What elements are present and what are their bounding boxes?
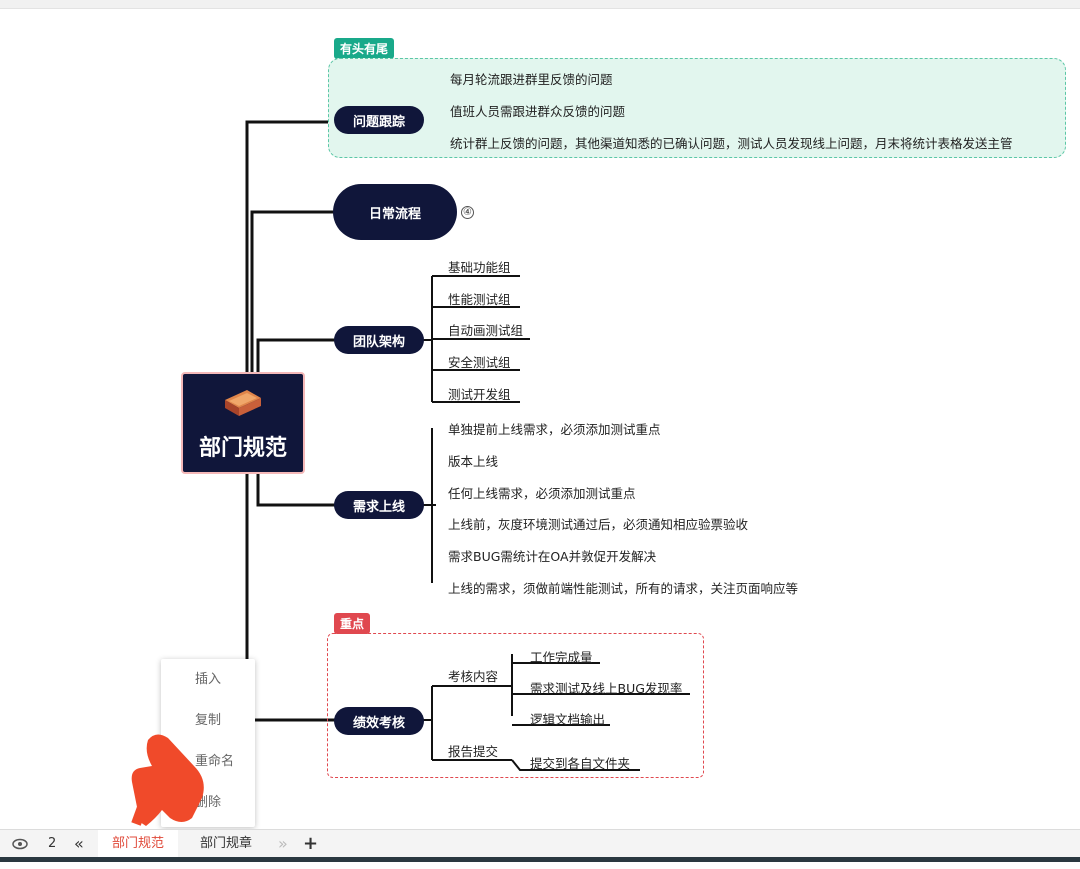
- add-sheet-icon[interactable]: +: [303, 833, 319, 854]
- book-icon: [225, 390, 261, 416]
- branch-team[interactable]: 团队架构: [334, 326, 424, 354]
- tag-key-point: 重点: [334, 613, 371, 634]
- performance-group-box: [327, 633, 704, 778]
- perf-item[interactable]: 提交到各自文件夹: [530, 756, 631, 771]
- tracking-item[interactable]: 每月轮流跟进群里反馈的问题: [450, 72, 613, 87]
- tag-you-tou-you-wei: 有头有尾: [334, 38, 395, 59]
- perf-item[interactable]: 需求测试及线上BUG发现率: [530, 681, 683, 696]
- release-item[interactable]: 单独提前上线需求，必须添加测试重点: [448, 422, 661, 437]
- team-item[interactable]: 自动画测试组: [448, 323, 524, 338]
- root-node[interactable]: 部门规范: [181, 372, 305, 474]
- perf-sub-content[interactable]: 考核内容: [448, 669, 499, 684]
- team-item[interactable]: 性能测试组: [448, 292, 511, 307]
- release-item[interactable]: 版本上线: [448, 454, 499, 469]
- branch-release[interactable]: 需求上线: [334, 491, 424, 519]
- taskbar-strip: [0, 857, 1080, 862]
- tab-bumen-guizhang[interactable]: 部门规章: [200, 836, 253, 851]
- perf-sub-report[interactable]: 报告提交: [448, 744, 499, 759]
- perf-item[interactable]: 逻辑文档输出: [530, 712, 606, 727]
- release-item[interactable]: 上线的需求，须做前端性能测试，所有的请求，关注页面响应等: [448, 581, 799, 596]
- pointer-hand-icon: [131, 734, 204, 826]
- bottom-bar: 2 « 部门规范 部门规章 » +: [0, 829, 1080, 858]
- menu-copy[interactable]: 复制: [195, 713, 222, 728]
- perf-item[interactable]: 工作完成量: [530, 650, 593, 665]
- eye-icon[interactable]: [12, 830, 28, 858]
- team-item[interactable]: 基础功能组: [448, 260, 511, 275]
- tracking-group-box: [328, 58, 1066, 158]
- page-count: 2: [48, 836, 57, 851]
- branch-tracking[interactable]: 问题跟踪: [334, 106, 424, 134]
- release-item[interactable]: 需求BUG需统计在OA并敦促开发解决: [448, 549, 657, 564]
- menu-insert[interactable]: 插入: [195, 672, 222, 687]
- root-title: 部门规范: [198, 436, 287, 461]
- tracking-item[interactable]: 统计群上反馈的问题，其他渠道知悉的已确认问题，测试人员发现线上问题，月末将统计表…: [450, 136, 1013, 151]
- release-item[interactable]: 上线前，灰度环境测试通过后，必须通知相应验票验收: [448, 517, 749, 532]
- branch-daily[interactable]: 日常流程: [333, 184, 457, 240]
- menu-rename[interactable]: 重命名: [195, 754, 235, 769]
- team-item[interactable]: 测试开发组: [448, 387, 511, 402]
- top-bar: [0, 0, 1080, 9]
- tab-bumen-guifan[interactable]: 部门规范: [98, 830, 179, 858]
- team-item[interactable]: 安全测试组: [448, 355, 511, 370]
- branch-performance[interactable]: 绩效考核: [334, 707, 424, 735]
- collapsed-count-badge[interactable]: ④: [461, 206, 474, 219]
- tracking-item[interactable]: 值班人员需跟进群众反馈的问题: [450, 104, 626, 119]
- release-item[interactable]: 任何上线需求，必须添加测试重点: [448, 486, 636, 501]
- prev-sheet-icon[interactable]: «: [74, 834, 84, 853]
- next-sheet-icon[interactable]: »: [278, 834, 288, 853]
